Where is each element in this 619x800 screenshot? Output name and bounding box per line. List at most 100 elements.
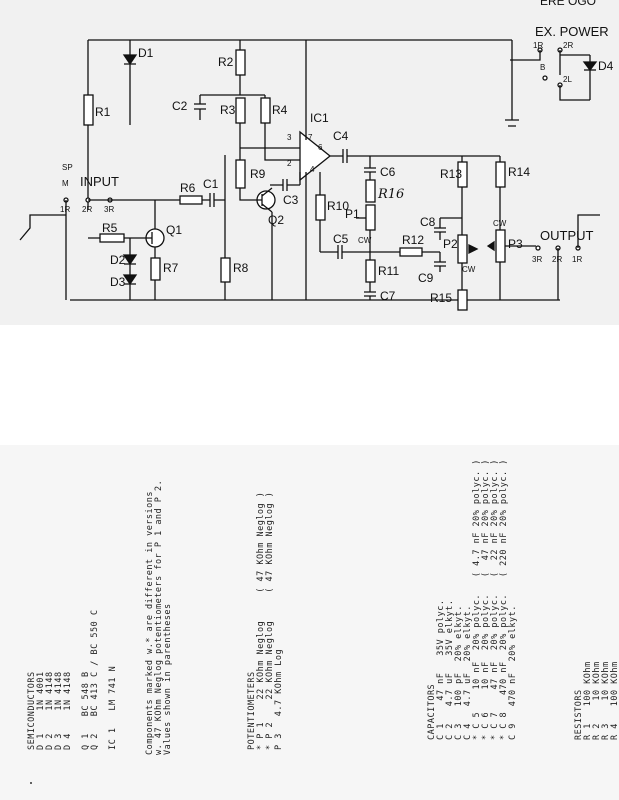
potentiometer-p3 [495, 229, 506, 263]
label-r5: R5 [102, 221, 118, 235]
label-c6: C6 [380, 165, 396, 179]
input-jack-m: M [62, 179, 69, 188]
resistor-r15 [457, 289, 468, 311]
input-label: INPUT [80, 174, 119, 189]
components-note: Components marked w.* are different in v… [145, 479, 173, 755]
resistor-r2 [235, 49, 246, 76]
pin-4: 4 [310, 165, 315, 174]
label-r6: R6 [180, 181, 196, 195]
potentiometer-p2 [457, 234, 468, 264]
input-jack-2r: 2R [82, 205, 92, 214]
diode-d3 [122, 274, 138, 286]
capacitor-c6 [364, 156, 376, 180]
resistor-r5 [99, 233, 125, 243]
pin-2: 2 [287, 159, 292, 168]
semiconductors-list: SEMICONDUCTORS D 1 1N 4001 D 2 1N 4148 D… [27, 609, 118, 750]
output-jack-2r: 2R [552, 255, 562, 264]
label-r16: R16 [377, 187, 404, 202]
potentiometer-p1 [365, 204, 376, 231]
capacitor-c7 [364, 282, 376, 300]
parts-list-columns: RESISTORS R 1 100 KOhm R 2 10 KOhm R 3 1… [0, 445, 619, 800]
capacitor-c5 [320, 245, 400, 259]
input-jack-1r: 1R [60, 205, 70, 214]
schematic-diagram: ERE OGO EX. POWER D1 R1 R2 C2 R3 R4 IC1 … [0, 0, 619, 325]
label-c5: C5 [333, 232, 349, 246]
label-r12: R12 [402, 233, 424, 247]
potentiometers-list: POTENTIOMETERS * P 1 22 KOhm Neglog ( 47… [247, 491, 284, 750]
label-d2: D2 [110, 253, 126, 267]
label-r4: R4 [272, 103, 288, 117]
label-p2: P2 [443, 237, 458, 251]
output-jack-1r: 1R [572, 255, 582, 264]
pin-6: 6 [318, 143, 323, 152]
output-jack-3r: 3R [532, 255, 542, 264]
label-c4: C4 [333, 129, 349, 143]
power-jack-2r: 2R [563, 41, 573, 50]
capacitor-c2 [194, 95, 206, 120]
resistor-r10 [315, 194, 326, 221]
opamp-ic1 [299, 130, 332, 182]
resistor-r8 [220, 257, 231, 283]
ex-power-label: EX. POWER [535, 24, 609, 39]
label-cw-p1: CW [358, 236, 372, 245]
label-d3: D3 [110, 275, 126, 289]
input-jack-sp: SP [62, 163, 73, 172]
label-ic1: IC1 [310, 111, 329, 125]
label-p1: P1 [345, 207, 360, 221]
schematic-svg: ERE OGO EX. POWER D1 R1 R2 C2 R3 R4 IC1 … [19, 0, 614, 311]
label-q1: Q1 [166, 223, 182, 237]
battery [505, 40, 519, 127]
label-d4: D4 [598, 59, 614, 73]
resistor-r7 [150, 257, 161, 281]
label-r10: R10 [327, 199, 349, 213]
output-label: OUTPUT [540, 228, 594, 243]
label-r15: R15 [430, 291, 452, 305]
resistor-r16 [365, 179, 376, 203]
label-c1: C1 [203, 177, 219, 191]
label-r11: R11 [378, 264, 399, 278]
speck [30, 782, 32, 784]
resistors-list: RESISTORS R 1 100 KOhm R 2 10 KOhm R 3 1… [574, 661, 619, 740]
label-r9: R9 [250, 167, 266, 181]
label-d1: D1 [138, 46, 154, 60]
resistor-r6 [179, 195, 203, 205]
label-p3: P3 [508, 237, 523, 251]
label-r14: R14 [508, 165, 530, 179]
label-r1: R1 [95, 105, 111, 119]
pin-7: 7 [308, 133, 313, 142]
label-c9: C9 [418, 271, 434, 285]
resistor-r14 [495, 161, 506, 188]
label-c3: C3 [283, 193, 299, 207]
power-jack-b: B [540, 63, 545, 72]
diode-d4 [582, 61, 598, 72]
pin-3: 3 [287, 133, 292, 142]
resistor-r4 [260, 97, 271, 124]
diode-d2 [122, 254, 138, 266]
diode-d1 [122, 54, 138, 66]
power-jack-1r: 1R [533, 41, 543, 50]
capacitor-c3 [270, 172, 301, 191]
label-r2: R2 [218, 55, 234, 69]
label-cw-p3: CW [493, 219, 507, 228]
resistor-r3 [235, 97, 246, 124]
label-q2: Q2 [268, 213, 284, 227]
capacitor-c1 [209, 193, 225, 207]
resistor-r11 [365, 259, 376, 283]
capacitor-c9 [434, 252, 446, 272]
top-right-text: ERE OGO [540, 0, 596, 8]
label-r7: R7 [163, 261, 179, 275]
label-c8: C8 [420, 215, 436, 229]
label-cw-p2: CW [462, 265, 476, 274]
capacitor-c4 [330, 149, 500, 163]
label-r8: R8 [233, 261, 249, 275]
resistor-r1 [83, 94, 94, 126]
label-r3: R3 [220, 103, 236, 117]
input-jack-3r: 3R [104, 205, 114, 214]
capacitors-list: CAPACITORS C 1 47 nF 35V polyc. C 2 4.7 … [427, 459, 518, 740]
resistor-r12 [399, 247, 423, 257]
label-r13: R13 [440, 167, 462, 181]
label-c7: C7 [380, 289, 396, 303]
power-jack-2l: 2L [563, 75, 572, 84]
capacitor-c8 [434, 187, 463, 240]
resistor-r9 [235, 159, 246, 189]
